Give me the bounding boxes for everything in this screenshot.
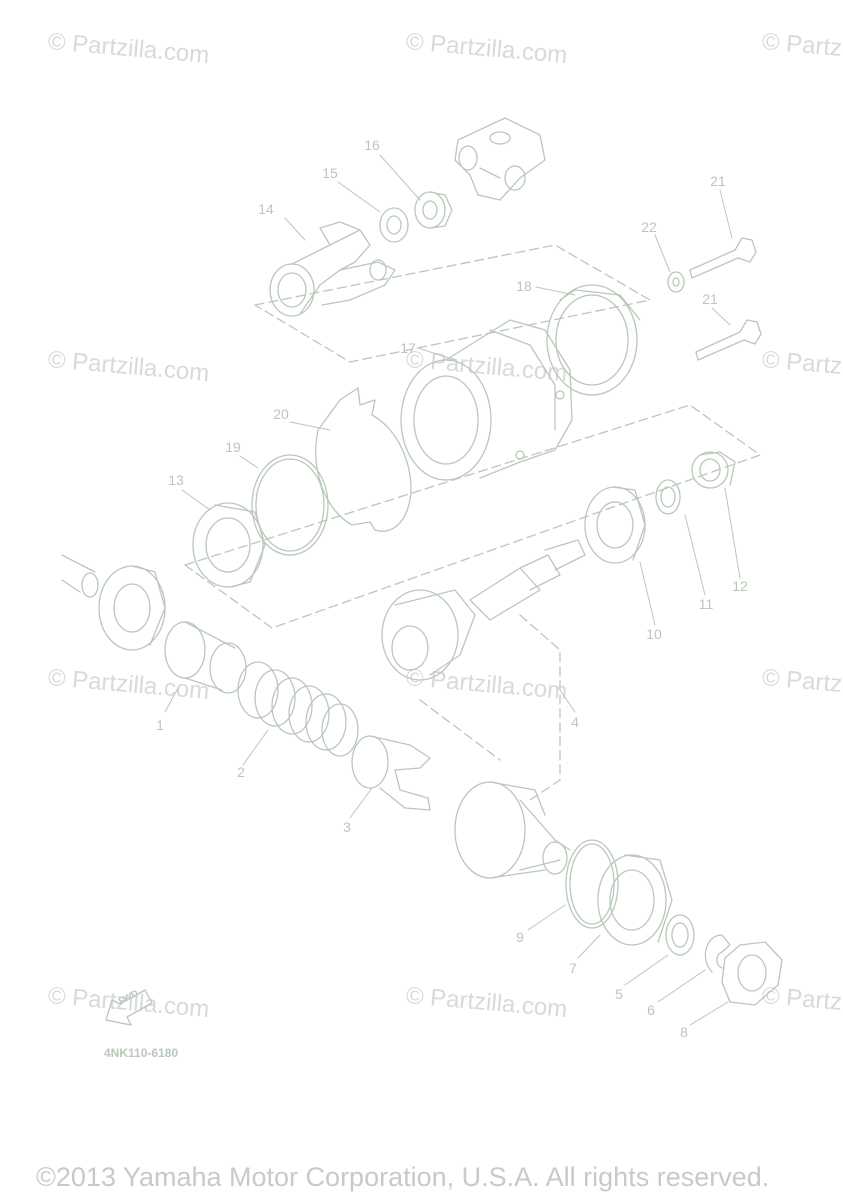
driven-gear-part	[454, 781, 571, 879]
forward-arrow-icon	[105, 989, 153, 1026]
leader-lines	[164, 154, 741, 1026]
damper-cam-part	[351, 735, 431, 811]
callout-20: 20	[273, 406, 289, 422]
bolt-part	[695, 319, 762, 361]
washer-part	[667, 271, 685, 293]
diagram-reference-code: 4NK110-6180	[104, 1046, 179, 1060]
shaft-part	[61, 554, 99, 598]
bearing-housing-part	[400, 319, 573, 481]
callout-8: 8	[680, 1024, 688, 1040]
callout-22: 22	[641, 219, 657, 235]
washer-part	[665, 914, 695, 956]
copyright-notice: ©2013 Yamaha Motor Corporation, U.S.A. A…	[36, 1162, 770, 1192]
callout-16: 16	[364, 137, 380, 153]
bearing-part	[192, 502, 266, 588]
universal-joint-part	[454, 117, 546, 201]
callout-21: 21	[702, 291, 718, 307]
shim-part	[655, 479, 681, 515]
washer-part	[379, 207, 409, 243]
group-frame	[184, 244, 761, 801]
callout-9: 9	[516, 929, 524, 945]
callout-18: 18	[516, 278, 532, 294]
nut-part	[721, 941, 783, 1006]
yoke-part	[269, 221, 396, 317]
o-ring-part	[251, 454, 329, 556]
nut-part	[691, 451, 736, 489]
callout-17: 17	[400, 340, 416, 356]
callout-1: 1	[156, 717, 164, 733]
callout-14: 14	[258, 201, 274, 217]
lock-washer-part	[704, 934, 731, 973]
callout-2: 2	[237, 764, 245, 780]
callout-11: 11	[698, 596, 714, 612]
callout-7: 7	[569, 960, 577, 976]
callout-6: 6	[647, 1002, 655, 1018]
spring-part	[237, 661, 359, 757]
bearing-part	[584, 486, 646, 564]
callout-21: 21	[710, 173, 726, 189]
bolt-part	[689, 237, 757, 279]
callout-19: 19	[225, 439, 241, 455]
callout-15: 15	[322, 165, 338, 181]
callout-5: 5	[615, 986, 623, 1002]
callout-13: 13	[168, 472, 184, 488]
collar-part	[164, 621, 247, 694]
pinion-gear-part	[381, 539, 586, 681]
shim-part	[315, 387, 412, 532]
callout-3: 3	[343, 819, 351, 835]
seal-housing-part	[546, 284, 641, 396]
callout-10: 10	[646, 626, 662, 642]
callout-4: 4	[571, 714, 579, 730]
nut-part	[414, 191, 453, 229]
callout-12: 12	[732, 578, 748, 594]
bearing-part	[98, 565, 166, 651]
bearing-part	[597, 854, 673, 946]
circlip-part	[565, 839, 619, 929]
